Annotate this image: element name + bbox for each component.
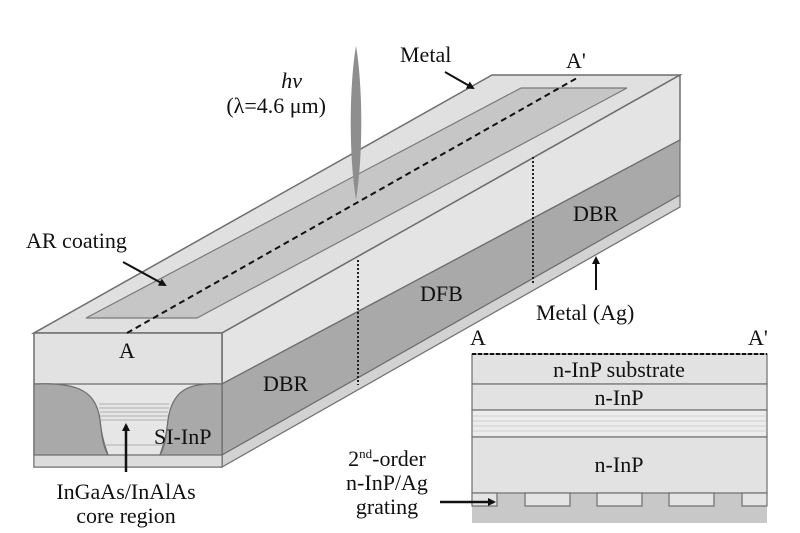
wavelength-label: (λ=4.6 μm) — [226, 93, 326, 118]
grating-tooth — [471, 492, 498, 507]
light-beam — [350, 46, 362, 200]
grating-label-line2: n-InP/Ag — [346, 470, 428, 495]
grating-tooth — [524, 492, 571, 507]
cs-layer-ninp-1 — [471, 383, 768, 411]
grating-tooth — [668, 492, 715, 507]
cs-ninp1-label: n-InP — [595, 385, 644, 410]
metal-top-arrow — [444, 71, 475, 89]
front-face-metal — [33, 454, 223, 468]
cs-layer-core — [471, 409, 768, 438]
grating-label-line1: 2nd-order — [348, 446, 426, 471]
core-layers — [99, 403, 169, 446]
grating-tooth — [741, 492, 768, 507]
cs-substrate-label: n-InP substrate — [553, 357, 685, 382]
ar-coating-arrow — [122, 261, 167, 286]
core-label-line1: InGaAs/InAlAs — [56, 479, 195, 504]
dbr-back-label: DBR — [573, 201, 619, 226]
si-inp-left — [33, 383, 110, 456]
ar-coating-label: AR coating — [26, 228, 127, 253]
cs-ninp2-label: n-InP — [595, 452, 644, 477]
cs-core-stripes — [473, 415, 766, 432]
grating-order-sup: nd — [359, 446, 373, 461]
dbr-front-label: DBR — [263, 371, 309, 396]
core-label-line2: core region — [76, 503, 176, 528]
grating-tooth — [596, 492, 643, 507]
grating-order-num: 2 — [348, 446, 359, 471]
grating-label-line3: grating — [356, 494, 418, 519]
cs-a-label: A — [470, 325, 486, 350]
grating-order-rest: -order — [372, 446, 426, 471]
section-line — [126, 77, 578, 334]
si-inp-right — [158, 383, 223, 456]
metal-ag-label: Metal (Ag) — [536, 300, 634, 325]
a-prime-top-label: A' — [566, 48, 586, 73]
cs-layer-ninp-2 — [471, 436, 768, 494]
si-inp-label: SI-InP — [154, 424, 211, 449]
dfb-label: DFB — [420, 281, 463, 306]
metal-top-label: Metal — [400, 42, 451, 67]
cross-section — [471, 353, 768, 523]
photon-symbol: hv — [281, 68, 302, 93]
a-front-label: A — [119, 338, 135, 363]
cs-a-prime-label: A' — [748, 325, 768, 350]
grating-teeth — [471, 492, 768, 507]
